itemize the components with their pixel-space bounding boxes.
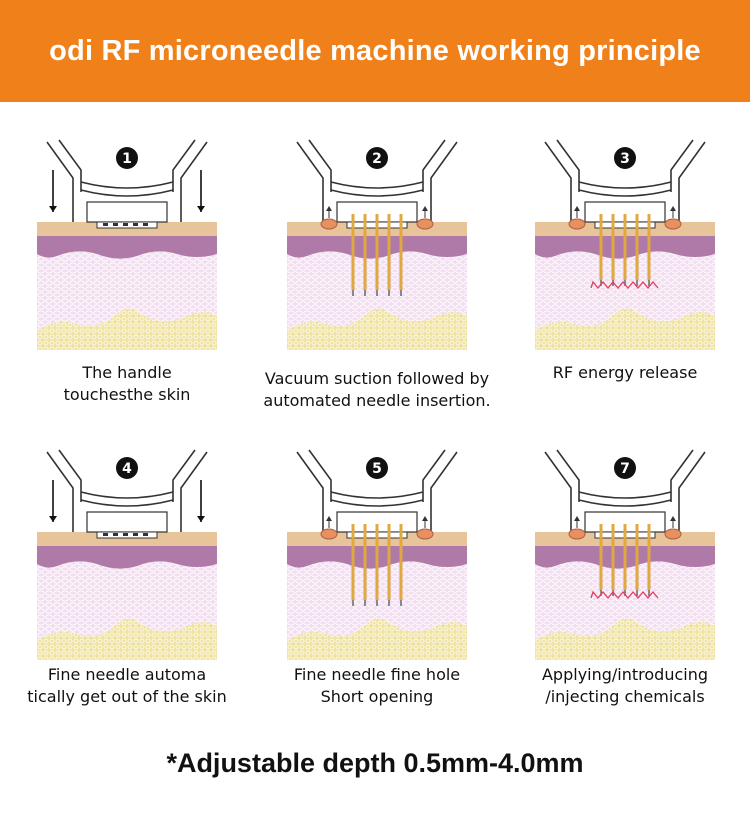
skin-diagram: 7 [535, 449, 715, 660]
step-number-badge: 4 [116, 457, 138, 479]
step-7-caption: Applying/introducing/injecting chemicals [541, 665, 708, 706]
page-title: odi RF microneedle machine working princ… [49, 34, 701, 67]
step-1-illustration: 1 [37, 130, 217, 350]
step-3-caption: RF energy release [552, 363, 698, 382]
step-number-badge: 1 [116, 147, 138, 169]
adjustable-depth-note: *Adjustable depth 0.5mm-4.0mm [166, 748, 584, 778]
step-2-illustration: 2 [287, 130, 467, 350]
skin-diagram: 2 [287, 139, 467, 350]
title-banner: odi RF microneedle machine working princ… [0, 0, 750, 102]
skin-diagram: 4 [37, 449, 217, 660]
skin-diagram: 3 [535, 139, 715, 350]
skin-diagram: 1 [37, 139, 217, 350]
svg-text:1: 1 [122, 151, 132, 167]
step-number-badge: 2 [366, 147, 388, 169]
step-number-badge: 3 [614, 147, 636, 169]
step-number-badge: 7 [614, 457, 636, 479]
svg-text:2: 2 [372, 151, 382, 167]
step-5-illustration: 5 [287, 440, 467, 660]
skin-diagram: 5 [287, 449, 467, 660]
svg-text:7: 7 [620, 461, 630, 477]
svg-text:5: 5 [372, 461, 382, 477]
step-3-illustration: 3 [535, 130, 715, 350]
svg-text:3: 3 [620, 151, 630, 167]
svg-text:4: 4 [122, 461, 132, 477]
step-number-badge: 5 [366, 457, 388, 479]
step-7-illustration: 7 [535, 440, 715, 660]
step-4-illustration: 4 [37, 440, 217, 660]
